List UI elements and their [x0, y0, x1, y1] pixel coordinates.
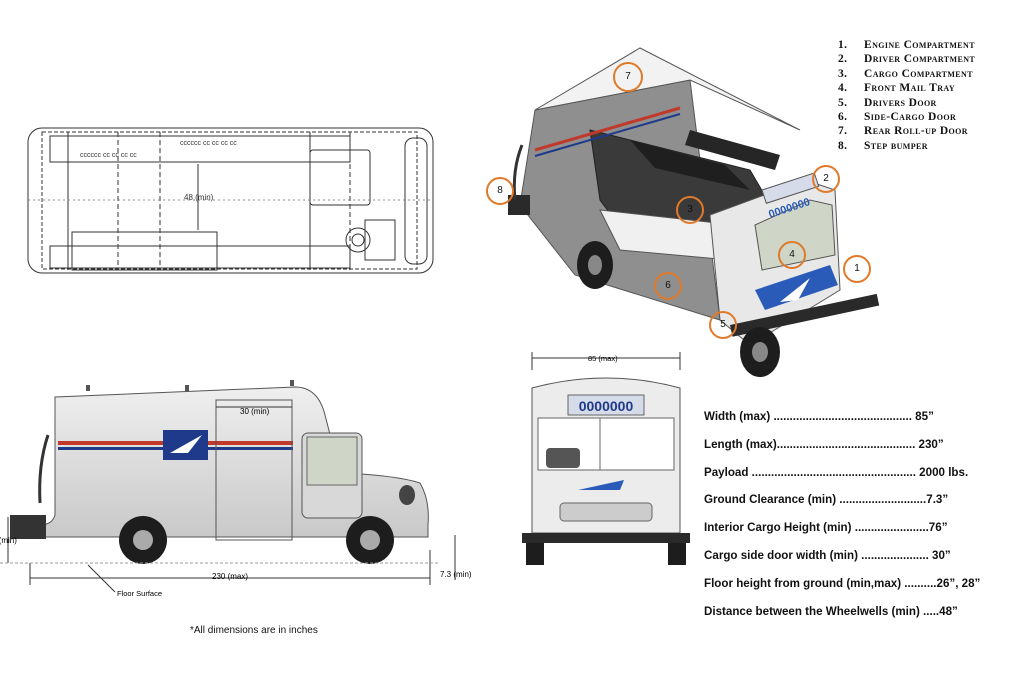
legend-item-side-cargo-door: 6.Side-Cargo Door [838, 111, 957, 124]
top-view-drawing: cccccc cc cc cc cc cccccc cc cc cc cc 48… [27, 127, 434, 274]
legend-item-cargo-compartment: 3.Cargo Compartment [838, 67, 973, 80]
grille-pattern-bottom: cccccc cc cc cc cc [80, 152, 137, 159]
legend-item-driver-compartment: 2.Driver Compartment [838, 53, 976, 66]
iso-front-wheel [740, 327, 780, 377]
spec-wheelwell-distance: Distance between the Wheelwells (min) ..… [704, 604, 958, 618]
length-dimension-label: 230 (max) [212, 572, 248, 581]
legend-item-rear-rollup-door: 7.Rear Roll-up Door [838, 125, 968, 138]
parts-legend: 1.Engine Compartment 2.Driver Compartmen… [838, 38, 975, 153]
clearance-dimension-label: 7.3 (min) [440, 570, 472, 579]
side-door-dimension-label: 30 (min) [240, 407, 270, 416]
iso-roof [534, 47, 801, 131]
wheelwell-dimension-label: 48 (min) [184, 193, 214, 202]
callout-4: 4 [778, 241, 806, 269]
spec-width: Width (max) ............................… [704, 410, 934, 423]
side-rear-wheel [119, 516, 167, 564]
callout-8: 8 [486, 177, 514, 205]
spec-ground-clearance: Ground Clearance (min) .................… [704, 493, 949, 507]
front-vehicle-number: 0000000 [579, 398, 634, 414]
callout-7: 7 [613, 62, 643, 92]
callout-2: 2 [812, 165, 840, 193]
legend-item-step-bumper: 8.Step bumper [838, 139, 928, 152]
dimensions-note: *All dimensions are in inches [190, 625, 318, 636]
spec-length: Length (max)............................… [704, 437, 944, 451]
callout-6: 6 [654, 272, 682, 300]
spec-cargo-side-door-width: Cargo side door width (min) ............… [704, 548, 951, 562]
floor-surface-label: Floor Surface [117, 589, 162, 598]
floor-height-dimension-label: 6 (min) [0, 536, 17, 545]
front-view-drawing: 85 (max) 0000000 [522, 352, 690, 565]
side-truck-body [39, 386, 429, 538]
spec-payload: Payload ................................… [704, 465, 969, 479]
grille-pattern-top: cccccc cc cc cc cc [180, 140, 237, 147]
legend-item-engine-compartment: 1.Engine Compartment [838, 39, 975, 51]
side-front-wheel [346, 516, 394, 564]
callout-1: 1 [843, 255, 871, 283]
callout-3: 3 [676, 196, 704, 224]
callout-5: 5 [709, 311, 737, 339]
spec-interior-cargo-height: Interior Cargo Height (min) ............… [704, 521, 948, 535]
width-dimension-label: 85 (max) [588, 354, 618, 363]
side-view-drawing: 30 (min) 230 (max) 7.3 (min) 6 (min) Flo… [0, 380, 472, 598]
spec-floor-height: Floor height from ground (min,max) .....… [704, 576, 981, 590]
isometric-cutaway-drawing: 0000000 [508, 47, 880, 377]
iso-rear-wheel [577, 241, 613, 289]
legend-item-drivers-door: 5.Drivers Door [838, 96, 937, 109]
spec-list: Width (max) ............................… [704, 410, 1024, 632]
legend-item-front-mail-tray: 4.Front Mail Tray [838, 82, 956, 95]
